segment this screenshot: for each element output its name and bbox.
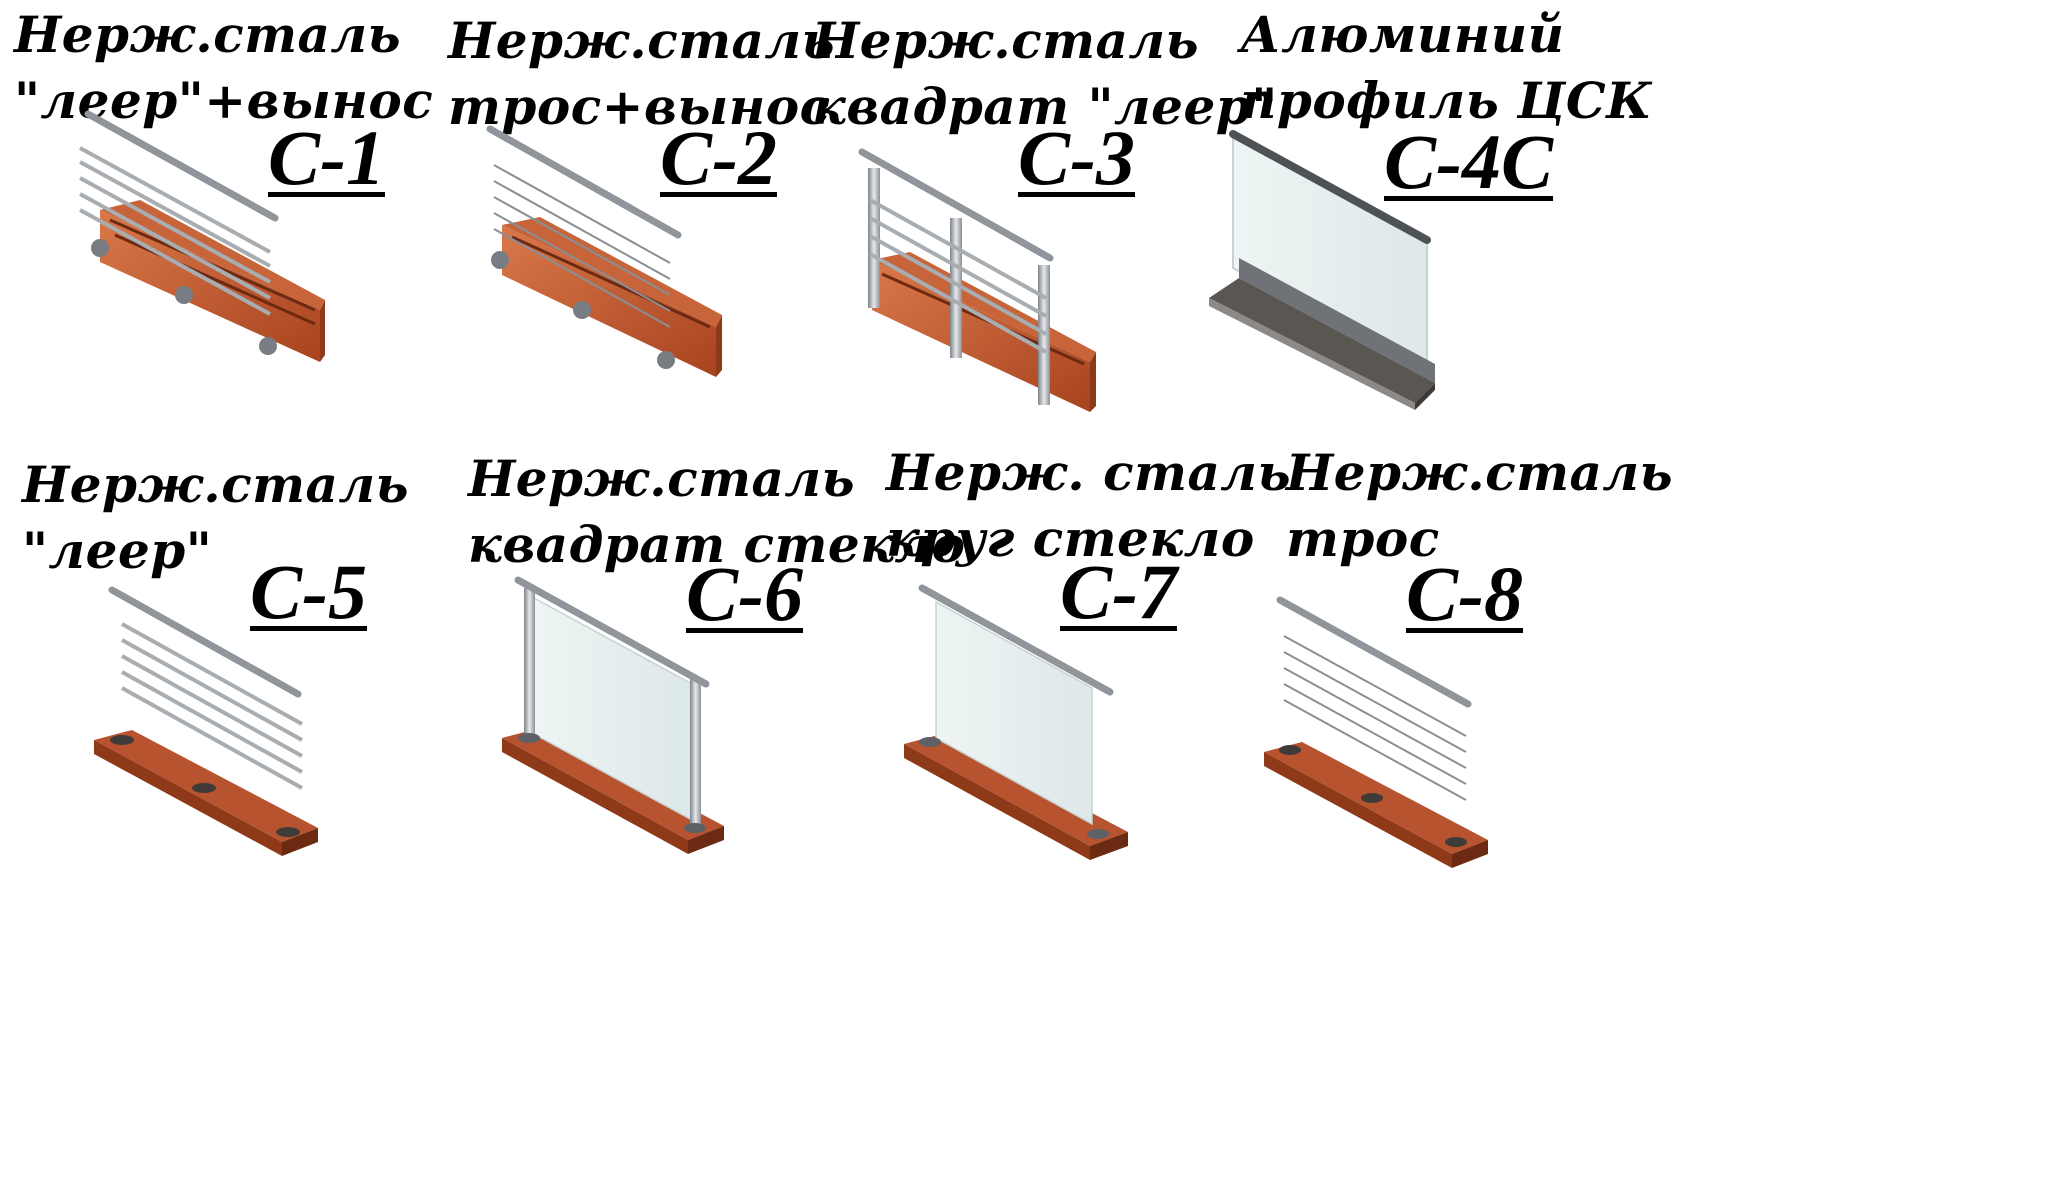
title-line-2: "леер"+вынос	[14, 71, 434, 130]
card-title: Нерж.сталь трос	[1286, 440, 1673, 572]
title-line-1: Нерж.сталь	[812, 11, 1200, 70]
title-line-1: Нерж.сталь	[1286, 443, 1674, 502]
card-title: Нерж.сталь "леер"+вынос	[14, 2, 433, 134]
model-code: С-4С	[1384, 118, 1554, 205]
railing-illustration-c2	[486, 125, 722, 382]
railing-illustration-c6	[502, 576, 724, 854]
title-line-1: Нерж.сталь	[448, 11, 836, 70]
model-code: С-7	[1060, 548, 1177, 635]
title-line-2: "леер"	[22, 521, 213, 580]
model-code: С-8	[1406, 550, 1523, 637]
title-line-1: Нерж.сталь	[22, 455, 410, 514]
title-line-1: Алюминий	[1240, 5, 1565, 64]
railing-illustration-c4c	[1209, 130, 1435, 410]
model-code: С-3	[1018, 114, 1135, 201]
title-line-1: Нерж. сталь	[886, 443, 1291, 502]
card-title: Алюминий профиль ЦСК	[1240, 2, 1652, 134]
model-code: С-5	[250, 548, 367, 635]
model-code: С-1	[268, 114, 385, 201]
railing-illustration-c1	[79, 110, 325, 367]
card-title: Нерж.сталь квадрат стекло	[468, 446, 965, 578]
railing-illustration-c7	[904, 584, 1128, 860]
railing-illustration-c5	[94, 586, 318, 856]
title-line-2: профиль ЦСК	[1240, 71, 1653, 130]
title-line-2: квадрат "леер"	[812, 77, 1278, 136]
model-code: С-6	[686, 550, 803, 637]
card-title: Нерж.сталь квадрат "леер"	[812, 8, 1278, 140]
title-line-2: квадрат стекло	[468, 515, 966, 574]
card-title: Нерж. сталь круг стекло	[886, 440, 1291, 572]
title-line-2: круг стекло	[886, 509, 1255, 568]
card-title: Нерж.сталь трос+вынос	[448, 8, 835, 140]
title-line-2: трос	[1286, 509, 1440, 568]
title-line-1: Нерж.сталь	[468, 449, 856, 508]
card-title: Нерж.сталь "леер"	[22, 452, 409, 584]
title-line-1: Нерж.сталь	[14, 5, 402, 64]
model-code: С-2	[660, 114, 777, 201]
title-line-2: трос+вынос	[448, 77, 831, 136]
railing-illustration-c3	[858, 148, 1096, 412]
railing-illustration-c8	[1264, 596, 1488, 868]
